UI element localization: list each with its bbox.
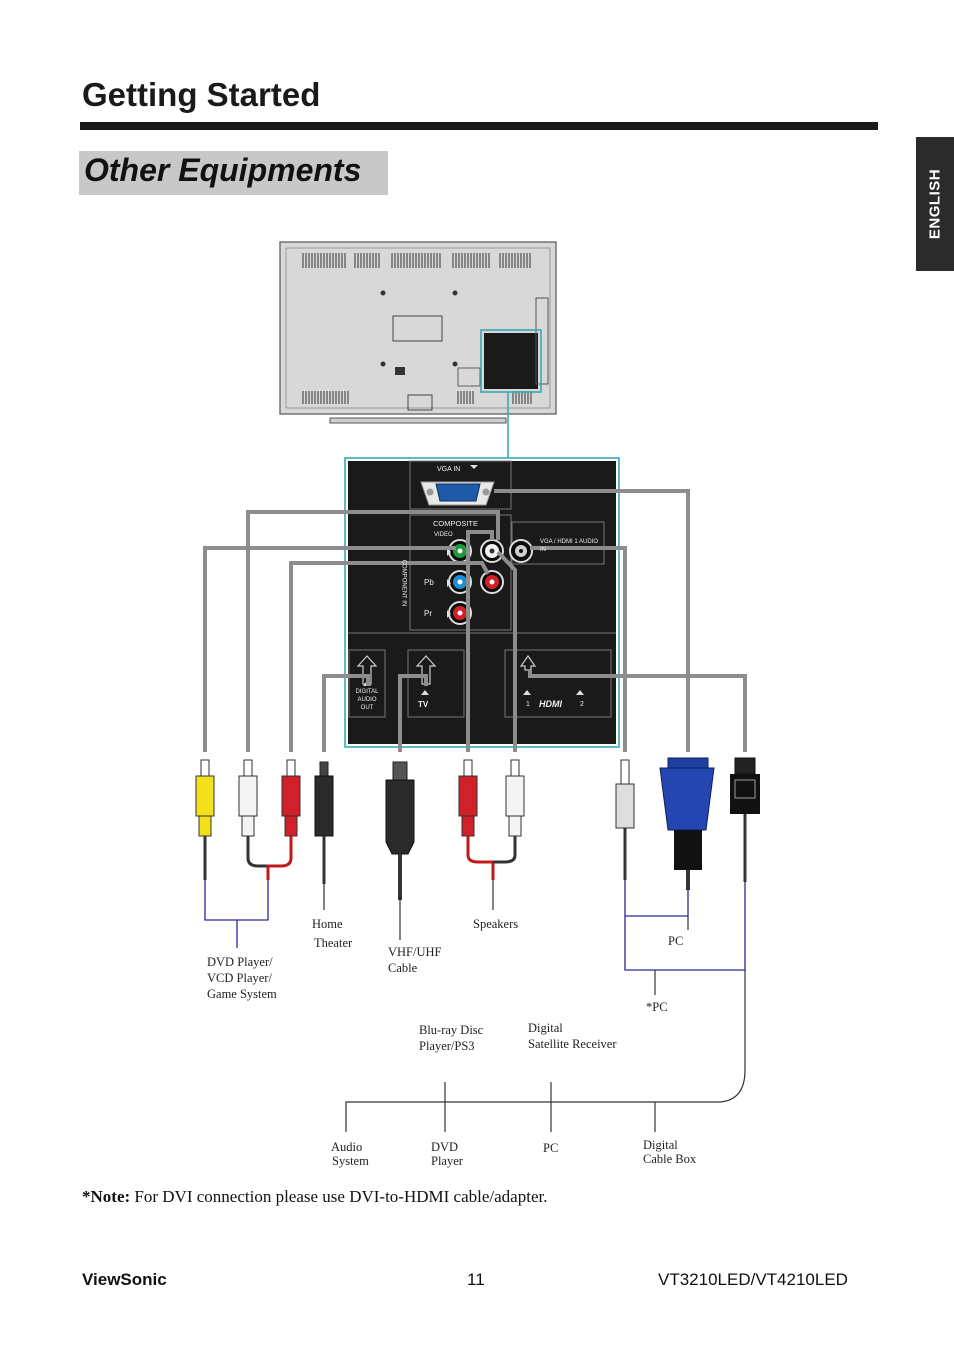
label-line: Game System: [207, 987, 277, 1001]
pc-bottom-label: PC: [543, 1141, 559, 1155]
video-label: VIDEO: [434, 532, 453, 538]
pr-label: Pr: [424, 609, 432, 618]
section-title: Other Equipments: [84, 152, 362, 188]
label-line: VHF/UHF: [388, 945, 442, 959]
section-title-background: [79, 151, 388, 195]
component-in-label: COMPONENT IN: [400, 559, 407, 607]
label-line: Player/PS3: [419, 1039, 475, 1053]
tv-antenna-label: TV: [418, 700, 429, 709]
label-line: Home: [312, 917, 343, 931]
pc-label: PC: [668, 934, 684, 948]
label-line: System: [332, 1154, 369, 1168]
dvd-vcd-game-label: DVD Player/ VCD Player/ Game System: [207, 954, 277, 1002]
digital-cable-box-label: Digital Cable Box: [643, 1138, 696, 1166]
title-rule: [80, 122, 878, 130]
pc-star-label: *PC: [646, 1000, 668, 1014]
pb-label: Pb: [424, 578, 434, 587]
label-line: Satellite Receiver: [528, 1037, 617, 1051]
vga-in-label: VGA IN: [437, 466, 461, 473]
footnote-prefix: *Note:: [82, 1187, 131, 1206]
digital-satellite-label: Digital Satellite Receiver: [528, 1020, 617, 1052]
label-line: Cable Box: [643, 1152, 697, 1166]
label-line: VCD Player/: [207, 971, 272, 985]
footer-brand: ViewSonic: [82, 1270, 167, 1289]
audio-system-label: Audio System: [331, 1140, 369, 1168]
bluray-label: Blu-ray Disc Player/PS3: [419, 1022, 483, 1054]
label-line: DVD: [431, 1140, 459, 1154]
footer-page-number: 11: [467, 1270, 485, 1289]
connection-lines: [203, 489, 747, 752]
footnote: *Note: For DVI connection please use DVI…: [82, 1187, 547, 1207]
input-panel: [344, 457, 620, 748]
speakers-label: Speakers: [473, 917, 519, 931]
footer-model: VT3210LED/VT4210LED: [658, 1270, 848, 1289]
label-line: Blu-ray Disc: [419, 1023, 484, 1037]
label-line: DVD Player/: [207, 955, 273, 969]
composite-label: COMPOSITE: [433, 519, 479, 528]
label-line: Player: [431, 1154, 463, 1168]
hdmi-1-label: 1: [526, 701, 530, 708]
audio-in-label: VGA / HDMI 1 AUDIO IN: [540, 539, 599, 553]
language-tab: ENGLISH: [916, 137, 954, 271]
label-line: Theater: [314, 936, 353, 950]
label-line: Audio: [331, 1140, 363, 1154]
label-line: Cable: [388, 961, 418, 975]
connectors: [195, 757, 760, 900]
home-theater-label: Home Theater: [312, 915, 352, 953]
hdmi-logo: HDMI: [539, 699, 562, 709]
digital-audio-out-label: DIGITAL AUDIO OUT: [355, 689, 379, 711]
leader-lines: [323, 880, 746, 1132]
label-line: Digital: [643, 1138, 678, 1152]
label-line: Digital: [528, 1021, 563, 1035]
dvd-player-bottom-label: DVD Player: [431, 1140, 463, 1168]
hdmi-2-label: 2: [580, 701, 584, 708]
footnote-text: For DVI connection please use DVI-to-HDM…: [130, 1187, 548, 1206]
group-brackets: [204, 880, 746, 971]
vhf-uhf-label: VHF/UHF Cable: [388, 944, 442, 976]
page-title: Getting Started: [82, 76, 321, 113]
tv-rear-illustration: [279, 241, 557, 458]
